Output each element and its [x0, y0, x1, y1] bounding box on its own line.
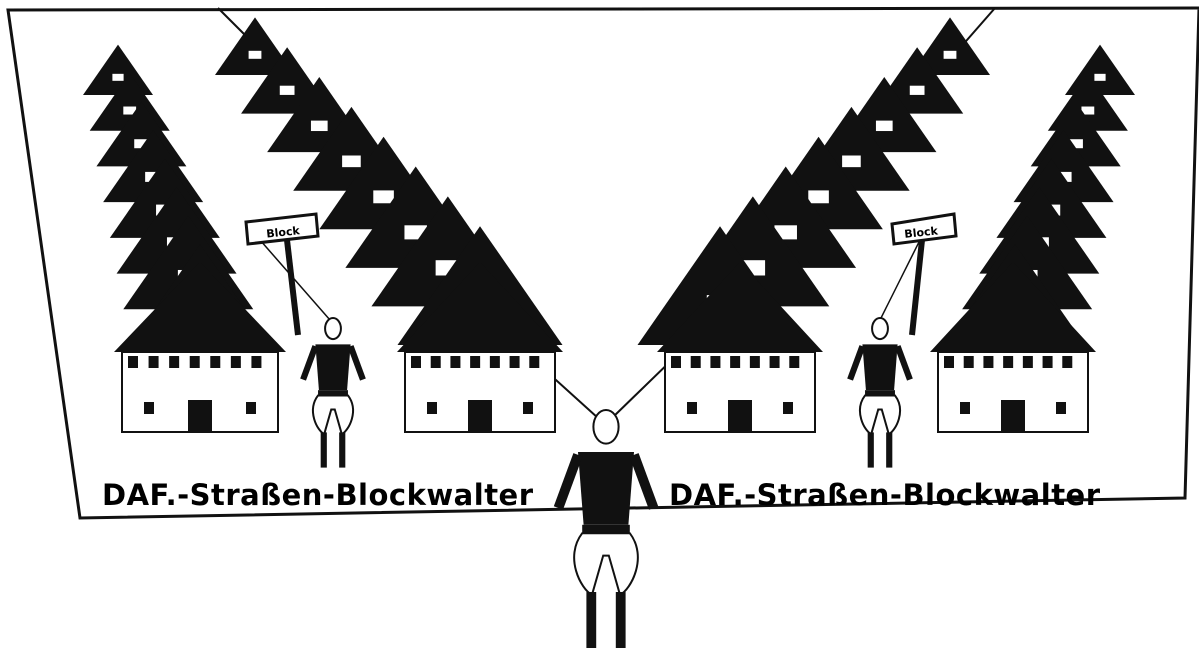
house-left-inner-eave	[529, 356, 539, 368]
house-right-outer-eave	[964, 356, 974, 368]
house-right-inner-eave	[691, 356, 701, 368]
house-left-inner-eave	[431, 356, 441, 368]
house-left-outer-eave	[169, 356, 179, 368]
figure-walter-left-head	[325, 318, 341, 339]
house-right-inner-window	[687, 402, 697, 414]
house-right-outer-door	[1001, 400, 1025, 432]
house-right-outer-eave	[1043, 356, 1053, 368]
house-left-inner-window	[523, 402, 533, 414]
house-left-outer-eave	[149, 356, 159, 368]
house-left-outer-window	[246, 402, 256, 414]
house-left-inner-eave	[490, 356, 500, 368]
house-right-outer-eave	[1003, 356, 1013, 368]
house-left-outer-eave	[251, 356, 261, 368]
house-left-outer-eave	[210, 356, 220, 368]
house-left-outer-eave	[231, 356, 241, 368]
row-right-inner-dormer	[808, 190, 829, 203]
right-caption: DAF.-Straßen-Blockwalter	[669, 478, 1101, 512]
figure-central-leader-boot	[616, 592, 626, 648]
house-right-inner-eave	[730, 356, 740, 368]
figure-walter-left-boot	[321, 432, 327, 467]
figure-walter-right-boot	[886, 432, 892, 467]
house-right-inner-eave	[789, 356, 799, 368]
figure-central-leader-shirt	[578, 452, 634, 525]
house-left-outer-window	[144, 402, 154, 414]
house-left-outer-eave	[190, 356, 200, 368]
house-left-outer-door	[188, 400, 212, 432]
house-right-outer-eave	[1023, 356, 1033, 368]
row-left-inner-dormer	[311, 121, 328, 131]
figure-walter-right-head	[872, 318, 888, 339]
row-right-inner-dormer	[876, 121, 893, 131]
figure-walter-right-boot	[868, 432, 874, 467]
house-left-inner-eave	[411, 356, 421, 368]
house-left-inner-eave	[470, 356, 480, 368]
row-left-inner-dormer	[280, 86, 295, 95]
left-caption: DAF.-Straßen-Blockwalter	[102, 478, 534, 512]
house-right-outer-eave	[944, 356, 954, 368]
figure-central-leader-belt	[582, 525, 630, 533]
house-left-inner-door	[468, 400, 492, 432]
house-left-inner-eave	[450, 356, 460, 368]
house-left-inner-eave	[510, 356, 520, 368]
row-right-inner-dormer	[842, 156, 861, 168]
house-right-inner-eave	[750, 356, 760, 368]
row-left-inner-dormer	[249, 51, 262, 59]
house-left-inner-window	[427, 402, 437, 414]
row-left-inner-dormer	[373, 190, 394, 203]
row-right-inner-dormer	[944, 51, 957, 59]
house-right-outer-eave	[983, 356, 993, 368]
house-right-outer-window	[960, 402, 970, 414]
row-left-outer-dormer	[112, 74, 123, 81]
figure-walter-left-shirt	[315, 344, 350, 390]
figure-central-leader-head	[593, 410, 618, 444]
house-right-inner-door	[728, 400, 752, 432]
figure-central-leader-boot	[586, 592, 596, 648]
row-left-inner-dormer	[342, 156, 361, 168]
row-right-outer-dormer	[1094, 74, 1105, 81]
house-right-inner-eave	[770, 356, 780, 368]
house-right-inner-eave	[671, 356, 681, 368]
row-right-inner-dormer	[910, 86, 925, 95]
house-right-inner-eave	[710, 356, 720, 368]
figure-walter-left-boot	[339, 432, 345, 467]
house-right-outer-eave	[1062, 356, 1072, 368]
house-left-outer-eave	[128, 356, 138, 368]
house-right-inner-window	[783, 402, 793, 414]
figure-central-leader-breeches	[574, 533, 638, 595]
house-right-outer-window	[1056, 402, 1066, 414]
figure-walter-right-shirt	[862, 344, 897, 390]
